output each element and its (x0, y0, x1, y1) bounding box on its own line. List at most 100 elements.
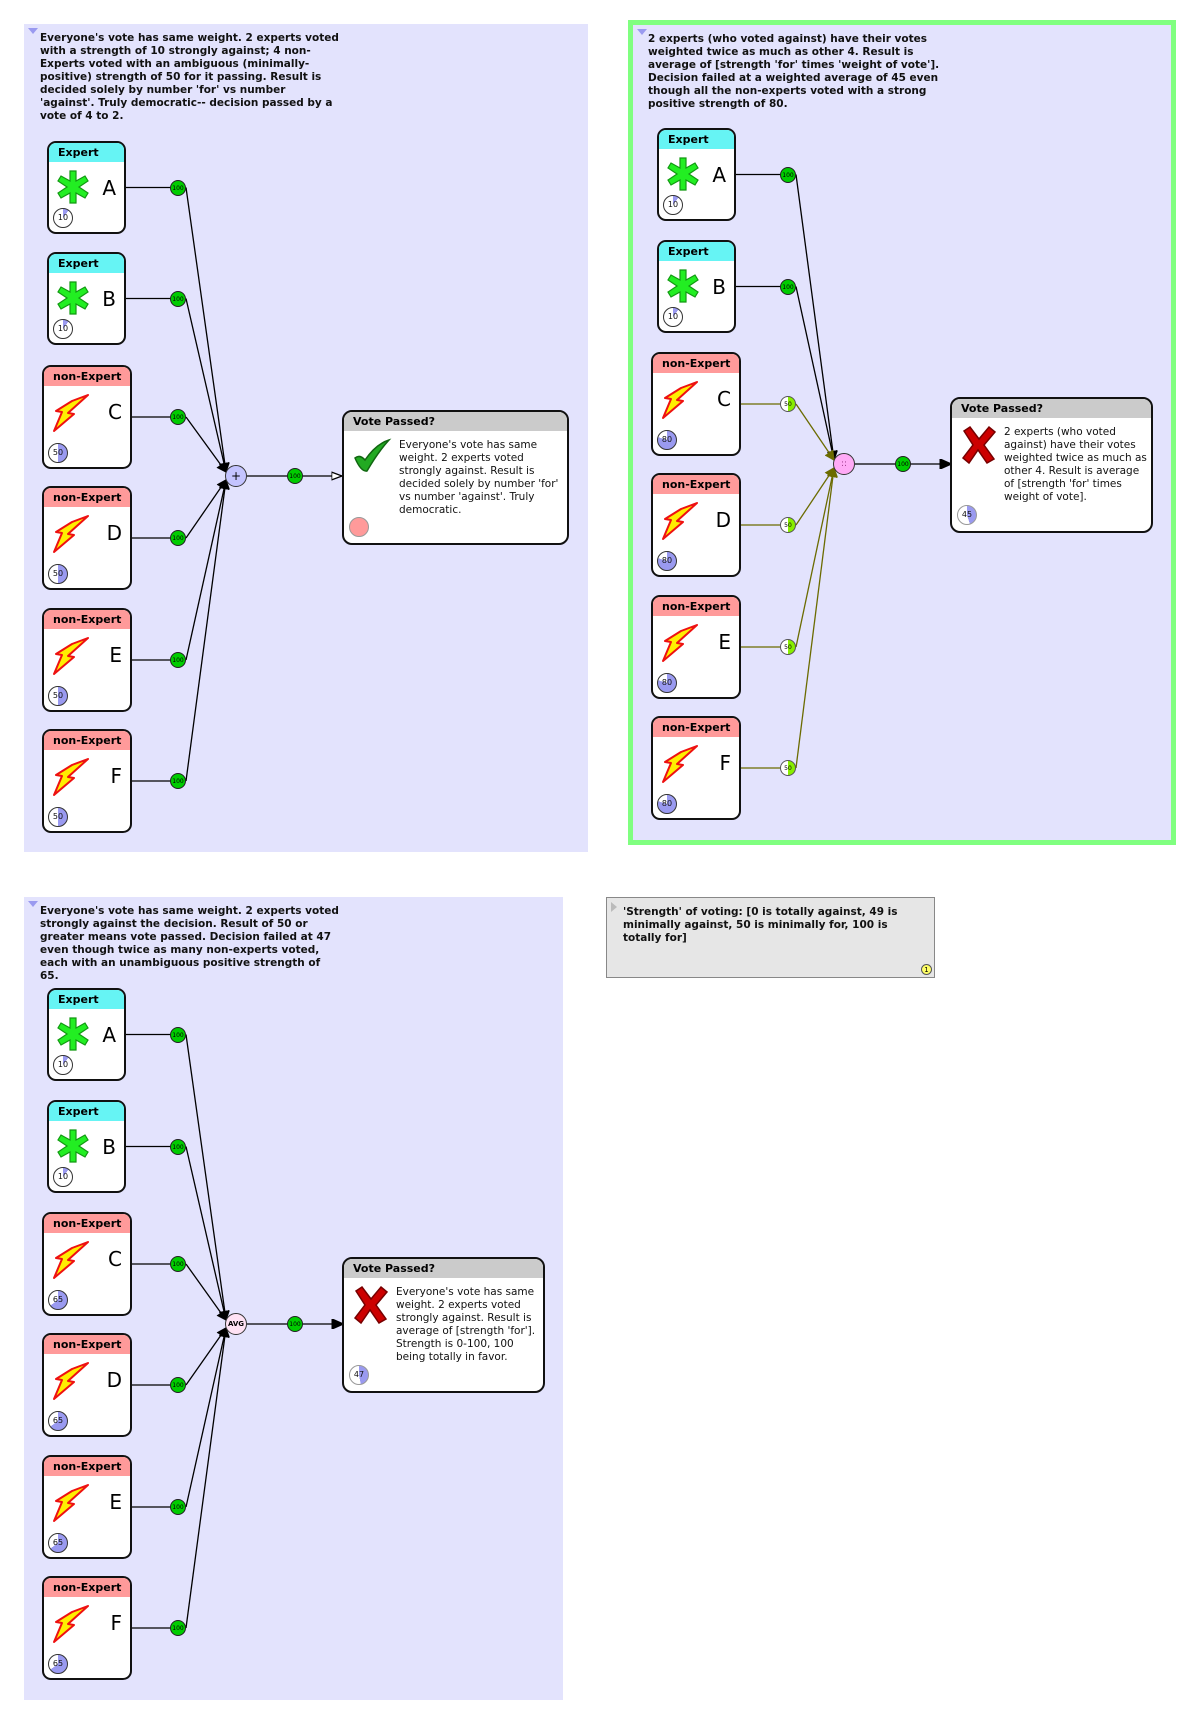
vote-port[interactable]: 100 (170, 179, 186, 196)
wire-to-combiner (185, 1263, 227, 1322)
result-text: 2 experts (who voted against) have their… (1004, 426, 1147, 503)
vote-result-node[interactable]: Vote Passed?2 experts (who voted against… (950, 397, 1153, 533)
vote-port[interactable]: 100 (170, 290, 186, 307)
voter-category: non-Expert (653, 597, 739, 616)
strength-note[interactable]: 'Strength' of voting: [0 is totally agai… (606, 897, 935, 978)
voter-category: non-Expert (44, 731, 130, 750)
panel-description: Everyone's vote has same weight. 2 exper… (40, 905, 339, 982)
voter-category: non-Expert (653, 354, 739, 373)
lightning-bolt-icon (50, 1240, 92, 1284)
vote-result-node[interactable]: Vote Passed?Everyone's vote has same wei… (342, 410, 569, 545)
output-port[interactable]: 100 (895, 456, 911, 472)
voter-name: B (102, 287, 116, 311)
result-badge: 45 (957, 505, 977, 525)
strength-badge: 65 (48, 1411, 68, 1431)
asterisk-icon (55, 169, 91, 209)
collapse-triangle-icon[interactable] (637, 29, 647, 35)
panel-content: 2 experts (who voted against) have their… (633, 25, 1171, 840)
vote-port[interactable]: 100 (170, 1026, 186, 1043)
scenario-panel-3[interactable]: Everyone's vote has same weight. 2 exper… (24, 897, 563, 1700)
voter-category: Expert (659, 242, 734, 261)
lightning-bolt-icon (659, 744, 701, 788)
lightning-bolt-icon (50, 393, 92, 437)
vote-port[interactable]: 100 (170, 652, 186, 668)
result-text: Everyone's vote has same weight. 2 exper… (399, 439, 559, 516)
voter-category: Expert (659, 130, 734, 149)
lightning-bolt-icon (50, 757, 92, 801)
vote-port[interactable]: 100 (170, 1377, 186, 1393)
vote-port[interactable]: 100 (170, 773, 186, 789)
vote-port[interactable]: 50 (780, 760, 796, 776)
strength-badge: 50 (48, 686, 68, 706)
voter-name: A (102, 176, 116, 200)
cross-icon (960, 425, 998, 469)
wire-to-combiner (185, 1326, 230, 1508)
voter-name: C (717, 387, 731, 411)
wire-to-combiner (795, 403, 835, 462)
combiner-node[interactable]: + (225, 465, 247, 487)
scenario-panel-1[interactable]: Everyone's vote has same weight. 2 exper… (24, 24, 588, 852)
lightning-bolt-icon (659, 623, 701, 667)
result-title: Vote Passed? (344, 1259, 543, 1278)
scenario-panel-2[interactable]: 2 experts (who voted against) have their… (628, 20, 1176, 845)
combiner-node[interactable]: AVG (225, 1313, 247, 1335)
vote-port[interactable]: 100 (170, 1256, 186, 1272)
combiner-node[interactable]: :: (833, 453, 855, 475)
lightning-bolt-icon (659, 380, 701, 424)
asterisk-icon (55, 1016, 91, 1056)
strength-badge: 80 (657, 794, 677, 814)
lightning-bolt-icon (50, 514, 92, 558)
output-port[interactable]: 100 (287, 1316, 303, 1332)
voter-name: D (715, 508, 731, 532)
vote-port[interactable]: 100 (170, 1499, 186, 1515)
voter-category: non-Expert (653, 475, 739, 494)
vote-port[interactable]: 100 (170, 1620, 186, 1636)
voter-category: non-Expert (44, 1335, 130, 1354)
wire-to-combiner (795, 174, 838, 462)
vote-port[interactable]: 100 (170, 409, 186, 425)
panel-description: Everyone's vote has same weight. 2 exper… (40, 32, 339, 122)
vote-port[interactable]: 100 (170, 1138, 186, 1155)
panel-content: Everyone's vote has same weight. 2 exper… (24, 24, 588, 852)
expand-triangle-icon[interactable] (611, 902, 617, 912)
voter-category: non-Expert (44, 610, 130, 629)
voter-name: C (108, 1247, 122, 1271)
cross-icon (352, 1285, 390, 1329)
vote-port[interactable]: 100 (780, 166, 796, 183)
vote-port[interactable]: 100 (780, 278, 796, 295)
vote-result-node[interactable]: Vote Passed?Everyone's vote has same wei… (342, 1257, 545, 1393)
vote-port[interactable]: 50 (780, 396, 796, 412)
voter-name: A (102, 1023, 116, 1047)
voter-category: non-Expert (44, 488, 130, 507)
strength-badge: 10 (53, 1167, 73, 1187)
vote-port[interactable]: 50 (780, 517, 796, 533)
note-count-badge: 1 (921, 964, 932, 975)
collapse-triangle-icon[interactable] (28, 901, 38, 907)
collapse-triangle-icon[interactable] (28, 28, 38, 34)
output-port[interactable]: 100 (287, 468, 303, 484)
vote-port[interactable]: 50 (780, 639, 796, 655)
asterisk-icon (55, 1128, 91, 1168)
asterisk-icon (55, 280, 91, 320)
wire-to-combiner (185, 298, 230, 474)
asterisk-icon (665, 156, 701, 196)
vote-port[interactable]: 100 (170, 530, 186, 546)
